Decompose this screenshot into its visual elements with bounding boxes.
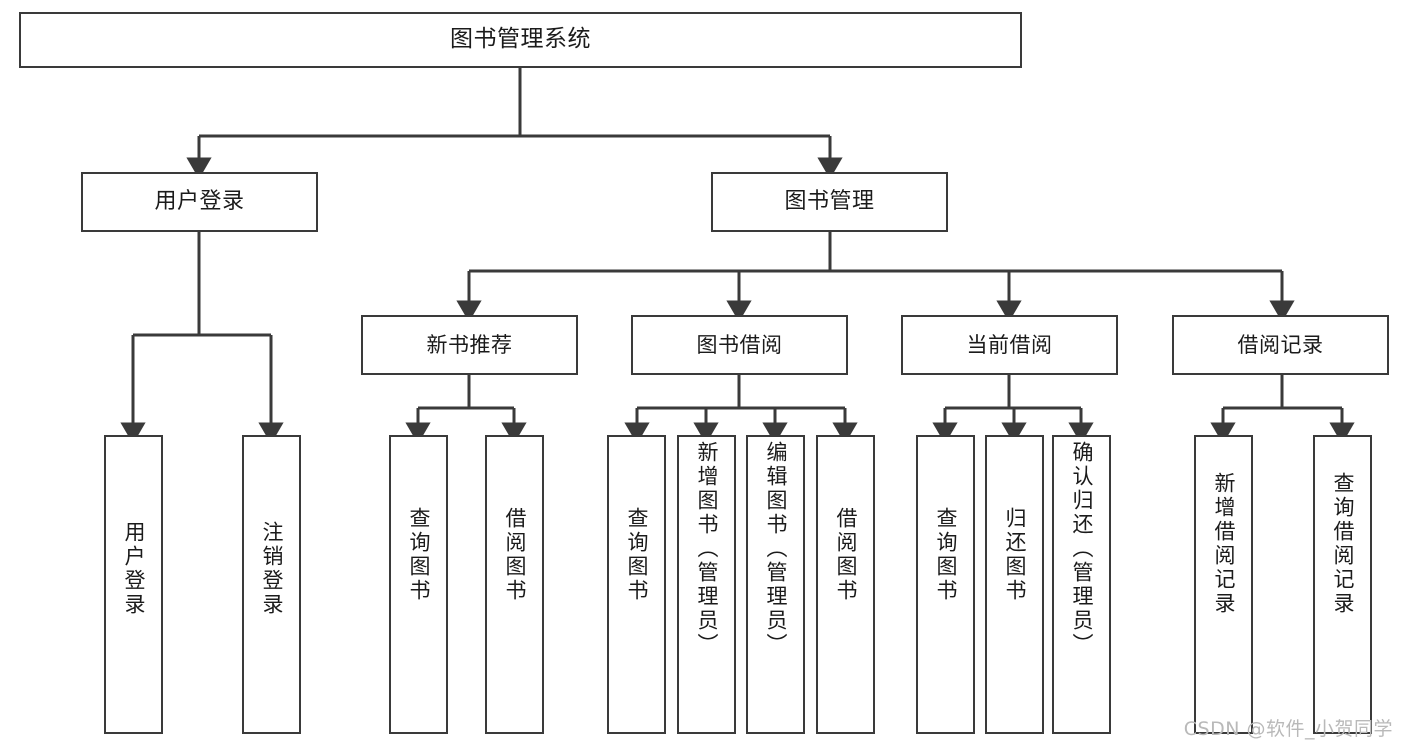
node-leaf-query-book-2[interactable]: 查询图书	[607, 435, 666, 734]
node-leaf-query-record-label: 查询借阅记录	[1331, 472, 1355, 616]
node-leaf-return-book[interactable]: 归还图书	[985, 435, 1044, 734]
node-user-login-label: 用户登录	[154, 189, 245, 215]
node-new-book-recommend[interactable]: 新书推荐	[361, 315, 578, 375]
node-leaf-query-book-2-label: 查询图书	[625, 507, 649, 603]
node-leaf-query-book-1-label: 查询图书	[407, 507, 431, 603]
node-leaf-borrow-book-2-label: 借阅图书	[834, 507, 858, 603]
node-leaf-user-logout[interactable]: 注销登录	[242, 435, 301, 734]
node-root-label: 图书管理系统	[450, 26, 591, 53]
node-borrow-record[interactable]: 借阅记录	[1172, 315, 1389, 375]
node-leaf-borrow-book-1-label: 借阅图书	[503, 507, 527, 603]
node-leaf-add-record-label: 新增借阅记录	[1212, 472, 1236, 616]
node-book-manage-label: 图书管理	[784, 189, 875, 215]
node-leaf-edit-book-label: 编辑图书（管理员）	[764, 441, 788, 657]
node-root[interactable]: 图书管理系统	[19, 12, 1022, 68]
node-new-book-recommend-label: 新书推荐	[426, 332, 513, 357]
node-leaf-add-book-label: 新增图书（管理员）	[695, 441, 719, 657]
node-leaf-borrow-book-2[interactable]: 借阅图书	[816, 435, 875, 734]
node-leaf-edit-book[interactable]: 编辑图书（管理员）	[746, 435, 805, 734]
node-leaf-borrow-book-1[interactable]: 借阅图书	[485, 435, 544, 734]
node-book-borrow[interactable]: 图书借阅	[631, 315, 848, 375]
node-book-manage[interactable]: 图书管理	[711, 172, 948, 232]
node-book-borrow-label: 图书借阅	[696, 332, 783, 357]
node-leaf-confirm-return-label: 确认归还（管理员）	[1070, 441, 1094, 657]
node-leaf-add-record[interactable]: 新增借阅记录	[1194, 435, 1253, 734]
node-leaf-user-login[interactable]: 用户登录	[104, 435, 163, 734]
node-leaf-user-login-label: 用户登录	[122, 521, 146, 617]
node-leaf-confirm-return[interactable]: 确认归还（管理员）	[1052, 435, 1111, 734]
node-leaf-query-book-1[interactable]: 查询图书	[389, 435, 448, 734]
node-leaf-add-book[interactable]: 新增图书（管理员）	[677, 435, 736, 734]
node-leaf-query-book-3-label: 查询图书	[934, 507, 958, 603]
node-user-login[interactable]: 用户登录	[81, 172, 318, 232]
node-borrow-record-label: 借阅记录	[1237, 332, 1324, 357]
node-leaf-query-book-3[interactable]: 查询图书	[916, 435, 975, 734]
node-current-borrow-label: 当前借阅	[966, 332, 1053, 357]
node-leaf-return-book-label: 归还图书	[1003, 507, 1027, 603]
node-current-borrow[interactable]: 当前借阅	[901, 315, 1118, 375]
node-leaf-query-record[interactable]: 查询借阅记录	[1313, 435, 1372, 734]
node-leaf-user-logout-label: 注销登录	[260, 521, 284, 617]
watermark: CSDN @软件_小贺同学	[1183, 718, 1393, 740]
